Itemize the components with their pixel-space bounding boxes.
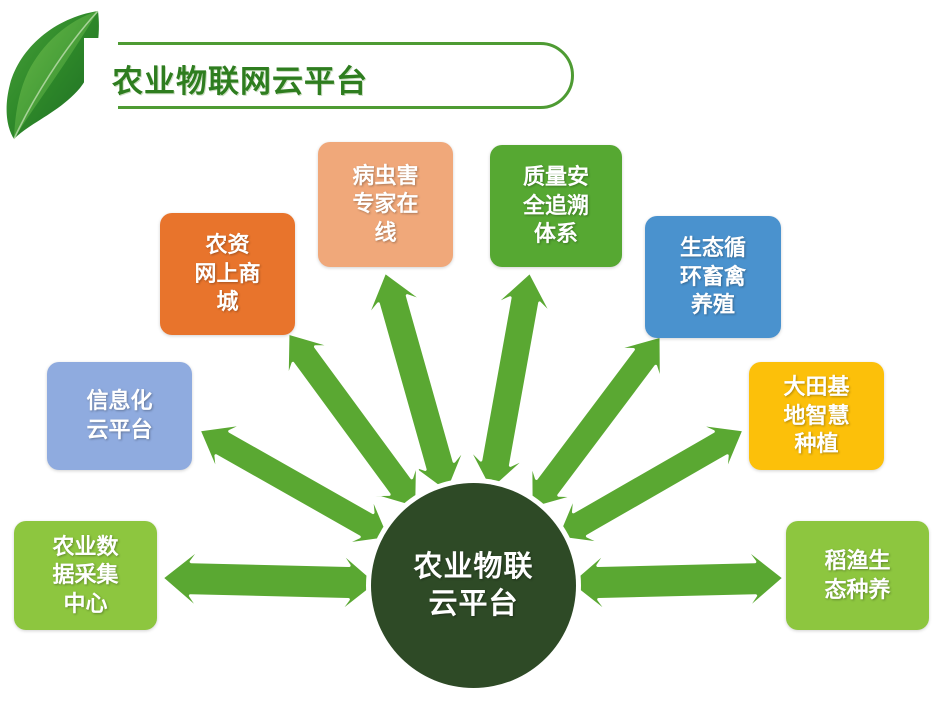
spoke-node-label: 质量安 全追溯 体系: [522, 164, 589, 247]
spoke-node-label: 信息化 云平台: [86, 388, 153, 442]
spoke-node-agri-supplies-online-mall[interactable]: 农资 网上商 城: [160, 213, 295, 335]
spoke-node-pest-expert-online[interactable]: 病虫害 专家在 线: [318, 142, 453, 267]
spoke-node-label: 病虫害 专家在 线: [352, 162, 419, 245]
arrow-hub-to-informatization-cloud-platform: [197, 422, 392, 547]
page-title: 农业物联网云平台: [112, 64, 368, 99]
spoke-node-label: 农业数 据采集 中心: [52, 533, 119, 616]
arrow-hub-to-rice-fish-eco-farming: [567, 544, 786, 617]
arrow-hub-to-quality-safety-traceability: [465, 270, 555, 493]
arrow-hub-to-pest-expert-online: [364, 270, 468, 495]
header-pill-mask: [84, 38, 118, 114]
arrow-hub-to-field-base-smart-planting: [555, 422, 746, 546]
center-hub-label: 农业物联 云平台: [413, 550, 534, 620]
spoke-node-label: 农资 网上商 城: [194, 232, 261, 315]
spoke-node-label: 生态循 环畜禽 养殖: [679, 235, 746, 318]
spoke-node-label: 稻渔生 态种养: [824, 547, 891, 602]
spoke-node-agri-data-collection-center[interactable]: 农业数 据采集 中心: [14, 521, 157, 630]
spoke-node-field-base-smart-planting[interactable]: 大田基 地智慧 种植: [749, 362, 884, 470]
spoke-node-quality-safety-traceability[interactable]: 质量安 全追溯 体系: [490, 145, 622, 267]
spoke-node-informatization-cloud-platform[interactable]: 信息化 云平台: [47, 362, 192, 470]
leaf-icon: [6, 10, 99, 140]
center-hub-node[interactable]: 农业物联 云平台: [371, 483, 576, 688]
arrow-layer: [160, 270, 786, 617]
spoke-node-label: 大田基 地智慧 种植: [783, 374, 850, 457]
arrow-hub-to-agri-data-collection-center: [160, 544, 380, 617]
spoke-node-rice-fish-eco-farming[interactable]: 稻渔生 态种养: [786, 521, 929, 630]
spoke-node-eco-cycle-livestock-poultry[interactable]: 生态循 环畜禽 养殖: [645, 216, 781, 338]
header-band: 农业物联网云平台: [0, 0, 944, 150]
